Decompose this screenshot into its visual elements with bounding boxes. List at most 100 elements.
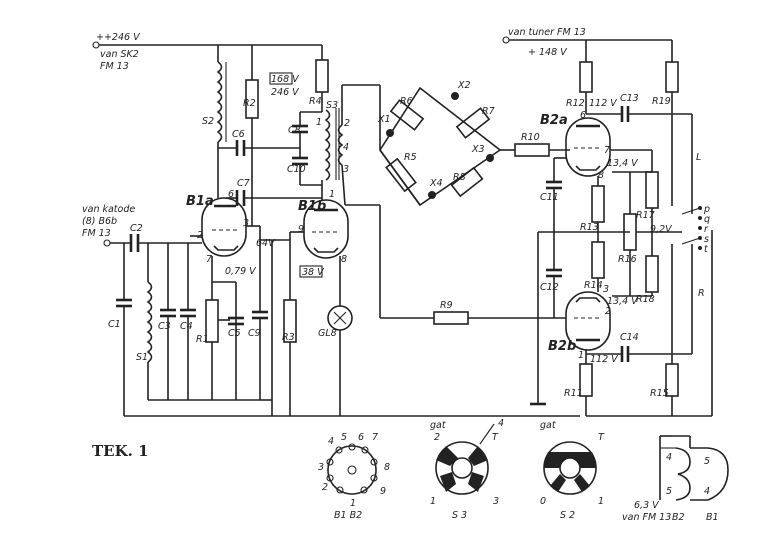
svg-text:2: 2 (322, 482, 328, 493)
capacitor-c8 (292, 111, 322, 158)
label-v134a: 13,4 V (607, 158, 639, 169)
resistor-r7 (455, 107, 491, 139)
svg-text:6: 6 (228, 189, 234, 200)
svg-text:1: 1 (329, 189, 335, 200)
resistor-r4 (315, 59, 329, 93)
label-b1a: B1a (186, 194, 214, 209)
svg-text:T: T (492, 432, 499, 443)
label-r4: R4 (309, 96, 322, 107)
svg-text:t: t (704, 244, 709, 255)
socket-b1b2 (326, 443, 378, 495)
svg-text:9: 9 (380, 486, 386, 497)
label-x3: X3 (471, 144, 485, 155)
label-v64: 64V (256, 238, 276, 249)
svg-text:3: 3 (243, 218, 249, 229)
supply-rail-left (92, 41, 323, 80)
label-v38: 38 V (302, 267, 325, 278)
svg-text:7: 7 (206, 254, 212, 265)
svg-text:2: 2 (605, 306, 611, 317)
svg-text:3: 3 (603, 284, 609, 295)
svg-text:s: s (704, 234, 709, 245)
diode-x2 (451, 92, 459, 100)
transformer-s3 (324, 108, 344, 181)
svg-text:9: 9 (298, 224, 304, 235)
label-x1: X1 (377, 114, 391, 125)
label-v168: 168 V (271, 74, 300, 85)
label-c4: C4 (180, 321, 193, 332)
resistor-r6 (389, 99, 425, 131)
label-r8: R8 (453, 172, 466, 183)
sock-b1b2-label: B1 B2 (334, 510, 362, 521)
label-r7: R7 (482, 106, 495, 117)
label-r14: R14 (584, 280, 603, 291)
label-gl8: GL8 (318, 328, 337, 339)
resistor-r8 (450, 166, 484, 198)
label-v134b: 13,4 V (607, 296, 639, 307)
sock-s2-label: S 2 (560, 510, 575, 521)
switch-contacts (681, 206, 702, 250)
label-v246: 246 V (271, 87, 300, 98)
resistor-r17 (645, 171, 659, 209)
label-x4: X4 (429, 178, 443, 189)
label-b2b: B2b (548, 339, 576, 354)
label-R: R (698, 288, 705, 299)
label-x2: X2 (457, 80, 471, 91)
tube-b1b (303, 199, 349, 259)
svg-text:5: 5 (704, 456, 710, 467)
label-b1b: B1b (298, 199, 326, 214)
svg-text:3: 3 (343, 164, 349, 175)
resistor-r13 (591, 185, 605, 223)
svg-text:1: 1 (350, 498, 356, 509)
label-r18: R18 (636, 294, 655, 305)
svg-text:4: 4 (704, 486, 710, 497)
bridge (379, 86, 502, 207)
heater-from: van FM 13 (622, 512, 671, 523)
s3-gat: gat (430, 420, 447, 431)
label-b2a: B2a (540, 113, 568, 128)
diode-x3 (486, 154, 494, 162)
label-c14: C14 (620, 332, 639, 343)
resistor-r12 (579, 61, 593, 93)
socket-s3 (435, 423, 495, 495)
resistor-r19 (665, 61, 679, 93)
capacitor-c1 (116, 298, 132, 308)
label-r15: R15 (650, 388, 669, 399)
label-r13: R13 (580, 222, 599, 233)
lamp-gl8 (327, 305, 353, 331)
svg-text:5: 5 (341, 432, 347, 443)
label-L: L (696, 152, 701, 163)
label-c2: C2 (130, 223, 143, 234)
svg-text:2: 2 (434, 432, 440, 443)
svg-text:r: r (704, 224, 709, 235)
label-r19: R19 (652, 96, 671, 107)
label-v92: 9,2V (650, 224, 673, 235)
label-r2: R2 (243, 98, 256, 109)
label-r9: R9 (440, 300, 453, 311)
label-r3: R3 (282, 332, 295, 343)
svg-text:1: 1 (430, 496, 436, 507)
label-r17: R17 (636, 210, 655, 221)
heater-wiring (659, 435, 729, 501)
katode-pin: (8) B6b (82, 216, 117, 227)
svg-text:3: 3 (318, 462, 324, 473)
svg-text:4: 4 (328, 436, 334, 447)
inductor-s1 (146, 243, 260, 401)
label-s1: S1 (136, 352, 148, 363)
socket-s2 (543, 441, 597, 495)
sock-s3-label: S 3 (452, 510, 467, 521)
label-r1: R1 (196, 334, 209, 345)
label-c1: C1 (108, 319, 121, 330)
svg-text:8: 8 (598, 170, 604, 181)
resistor-r10 (514, 143, 550, 157)
tube-b2b (565, 291, 611, 351)
resistor-r14 (591, 241, 605, 279)
svg-text:2: 2 (344, 118, 350, 129)
svg-text:0: 0 (540, 496, 546, 507)
label-v112b: 112 V (590, 354, 619, 365)
svg-text:4: 4 (498, 418, 504, 429)
label-c12: C12 (540, 282, 559, 293)
supply-left-label: ++246 V (96, 32, 141, 43)
svg-text:8: 8 (341, 254, 347, 265)
label-c10: C10 (287, 164, 306, 175)
svg-text:6: 6 (580, 110, 586, 121)
